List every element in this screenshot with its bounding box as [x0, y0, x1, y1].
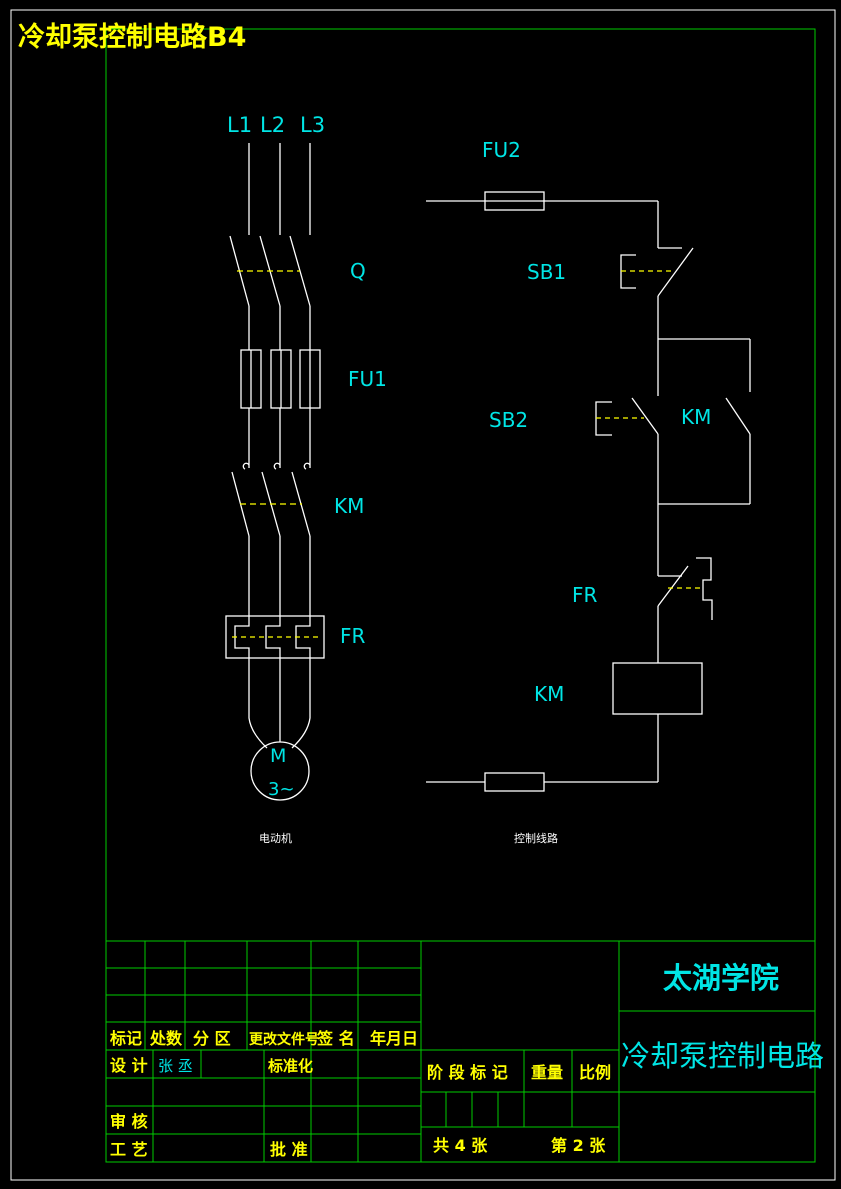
relay-contact-label-fr: FR	[572, 583, 598, 607]
power-circuit: L1 L2 L3 Q FU1	[225, 113, 387, 845]
motor-letter: M	[270, 745, 286, 767]
process-label: 工 艺	[110, 1140, 148, 1159]
title-block-text: 太湖学院 冷却泵控制电路 标记 处数 分 区 更改文件号 签 名 年月日 设 计…	[109, 961, 824, 1159]
relay-label-fr: FR	[340, 624, 366, 648]
stage-header-mark: 阶 段 标 记	[427, 1063, 508, 1082]
control-circuit: FU2 SB1 KM SB2	[426, 138, 751, 845]
fuses-fu1	[240, 349, 321, 409]
stage-header-scale: 比例	[579, 1063, 611, 1082]
designer-name: 张 丞	[158, 1057, 193, 1075]
approve-label: 批 准	[270, 1140, 308, 1159]
design-label: 设 计	[110, 1056, 148, 1075]
motor-symbol	[250, 741, 310, 801]
switch-label-q: Q	[350, 259, 366, 283]
rev-header-date: 年月日	[370, 1029, 418, 1048]
control-circuit-caption: 控制线路	[514, 831, 558, 845]
title-block	[106, 940, 815, 1162]
stage-header-weight: 重量	[531, 1063, 563, 1082]
contactor-km-main	[231, 462, 311, 537]
phase-label-l2: L2	[260, 113, 285, 137]
rev-header-count: 处数	[149, 1029, 183, 1048]
standardization-label: 标准化	[267, 1057, 313, 1075]
stop-button-sb1	[620, 247, 694, 297]
coil-label-km: KM	[534, 682, 564, 706]
contactor-label-km: KM	[334, 494, 364, 518]
drawing-name: 冷却泵控制电路	[621, 1039, 824, 1073]
power-circuit-caption: 电动机	[259, 831, 292, 845]
review-label: 审 核	[110, 1112, 148, 1131]
aux-contact-label-km: KM	[681, 405, 711, 429]
sheet-number: 第 2 张	[551, 1136, 606, 1155]
stop-button-label-sb1: SB1	[527, 260, 566, 284]
rev-header-signature: 签 名	[316, 1029, 355, 1048]
rev-header-mark: 标记	[109, 1029, 142, 1048]
inner-frame	[105, 28, 816, 1163]
rev-header-zone: 分 区	[193, 1029, 231, 1048]
fuse-label-fu2: FU2	[482, 138, 521, 162]
rev-header-document: 更改文件号	[249, 1031, 319, 1048]
contactor-coil-km	[612, 662, 703, 715]
fuse-bottom	[484, 772, 545, 792]
total-sheets: 共 4 张	[433, 1136, 488, 1155]
drawing-title: 冷却泵控制电路B4	[18, 21, 246, 53]
fuse-label-fu1: FU1	[348, 367, 387, 391]
start-button-sb2	[595, 397, 659, 436]
relay-contact-fr	[657, 557, 713, 620]
start-button-label-sb2: SB2	[489, 408, 528, 432]
outer-frame	[10, 9, 836, 1181]
motor-phase: 3~	[268, 779, 295, 800]
phase-label-l3: L3	[300, 113, 325, 137]
thermal-relay-fr	[225, 615, 325, 659]
institution-name: 太湖学院	[663, 961, 779, 995]
phase-label-l1: L1	[227, 113, 252, 137]
main-switch-q	[229, 235, 311, 307]
